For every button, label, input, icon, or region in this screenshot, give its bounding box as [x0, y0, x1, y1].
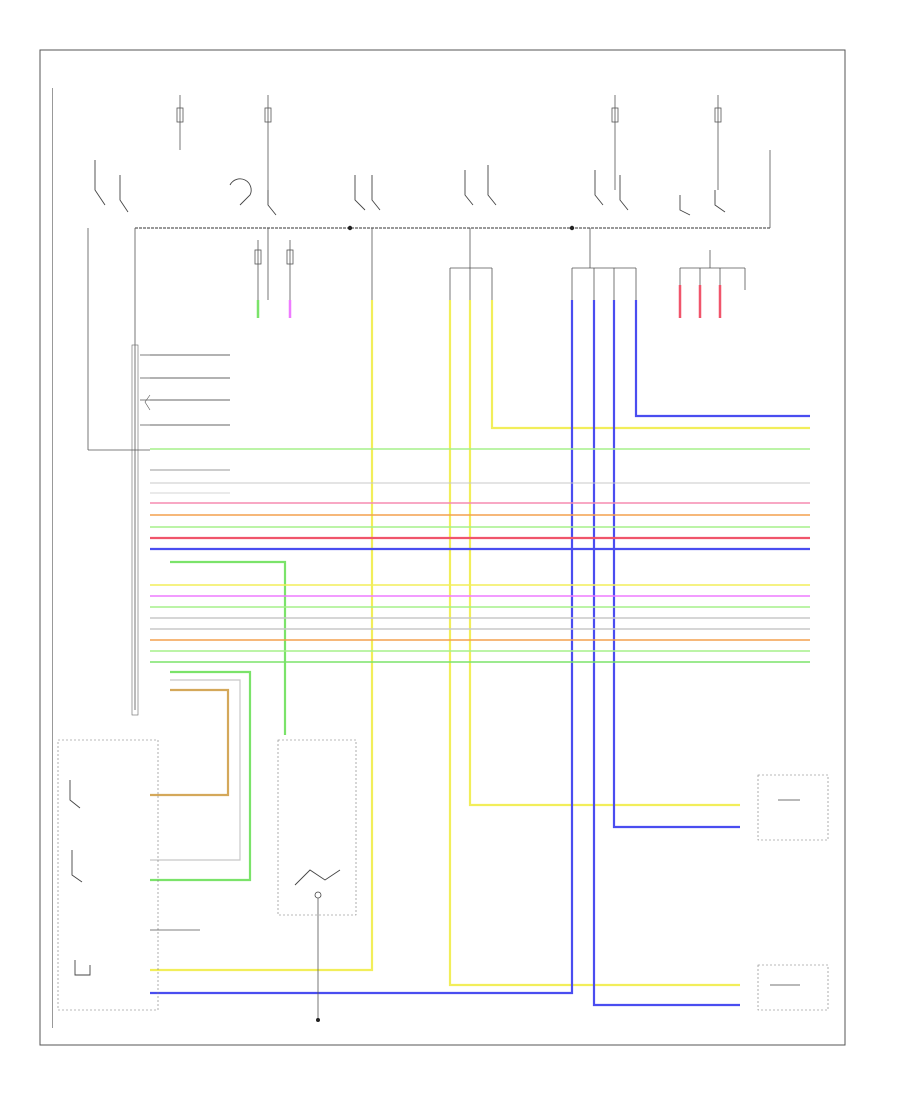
ignition-switch-contact-2 [71, 850, 83, 883]
switch-4 [267, 190, 277, 216]
switch-6 [371, 175, 381, 211]
switch-drops [267, 228, 711, 300]
red-stub-block [678, 285, 722, 318]
transmission-range-switch-outline [277, 739, 357, 916]
switch-7 [464, 170, 474, 206]
diagram-inner-left-edge [52, 88, 53, 1028]
fuse-1 [176, 107, 184, 123]
switch-11 [679, 195, 691, 216]
ground-block-fuse-2 [286, 249, 294, 265]
right-sensor-lower [757, 964, 829, 1011]
wire-gray-to-ignition [150, 679, 241, 861]
switch-10 [619, 175, 629, 211]
switch-9 [594, 170, 604, 206]
ignition-switch-outline [57, 739, 159, 1011]
right-sensor-lower-outline [757, 964, 829, 1011]
switch-5 [354, 175, 366, 211]
connector-group-1 [449, 267, 493, 300]
ignition-switch-contact-3 [74, 960, 91, 976]
wire-yellow-492-right [490, 300, 810, 430]
switch-1 [94, 160, 106, 206]
wire-yellow-450-down [448, 300, 740, 987]
wire-green-to-ignition [150, 670, 252, 882]
fuse-2 [264, 107, 272, 123]
top-switch-area [87, 95, 771, 710]
fuse-column-2 [264, 95, 272, 190]
wire-tan-to-ignition [150, 688, 230, 797]
switch-12 [714, 190, 726, 213]
transmission-range-switch [150, 739, 357, 1020]
switch-2 [119, 175, 129, 213]
wire-blue-614-down [612, 300, 740, 829]
connector-group-2 [571, 267, 637, 300]
transmission-range-switch-selector [294, 869, 341, 886]
right-sensor-upper-outline [757, 774, 829, 841]
ignition-switch-contact-1 [69, 780, 81, 809]
wire-yellow-470-down [468, 300, 740, 807]
fuse-column-3 [611, 95, 619, 190]
wire-yellow-372-down [150, 300, 374, 972]
fuse-column-1 [176, 95, 184, 150]
fuse-3 [611, 107, 619, 123]
left-connector-body [131, 344, 139, 716]
junction-dot-bottom [316, 1018, 320, 1022]
switch-8 [487, 165, 497, 206]
junction-dot-right [569, 225, 575, 231]
right-sensor-upper [757, 774, 829, 841]
wire-blue-594-down [592, 300, 740, 1007]
junction-dot-left [347, 225, 353, 231]
ground-block-fuse-1 [254, 249, 262, 265]
upper-left-wire-group [140, 354, 230, 426]
diagram-frame [39, 49, 846, 1046]
top-switches [94, 160, 726, 216]
connector-group-3 [679, 267, 746, 300]
left-connector [88, 344, 150, 716]
ground-switch-block [254, 240, 294, 318]
upper-left-bracket [144, 394, 151, 411]
wire-green-to-switch [170, 560, 287, 735]
transmission-range-switch-pivot [314, 891, 322, 899]
fuse-column-4 [714, 95, 722, 190]
wire-blue-572-down [150, 300, 574, 995]
ignition-switch [57, 739, 159, 1011]
switch-3 [229, 178, 252, 206]
bus-lines [150, 354, 810, 663]
signal-wires [150, 300, 810, 1007]
fuse-4 [714, 107, 722, 123]
wire-blue-636-right [634, 300, 810, 418]
